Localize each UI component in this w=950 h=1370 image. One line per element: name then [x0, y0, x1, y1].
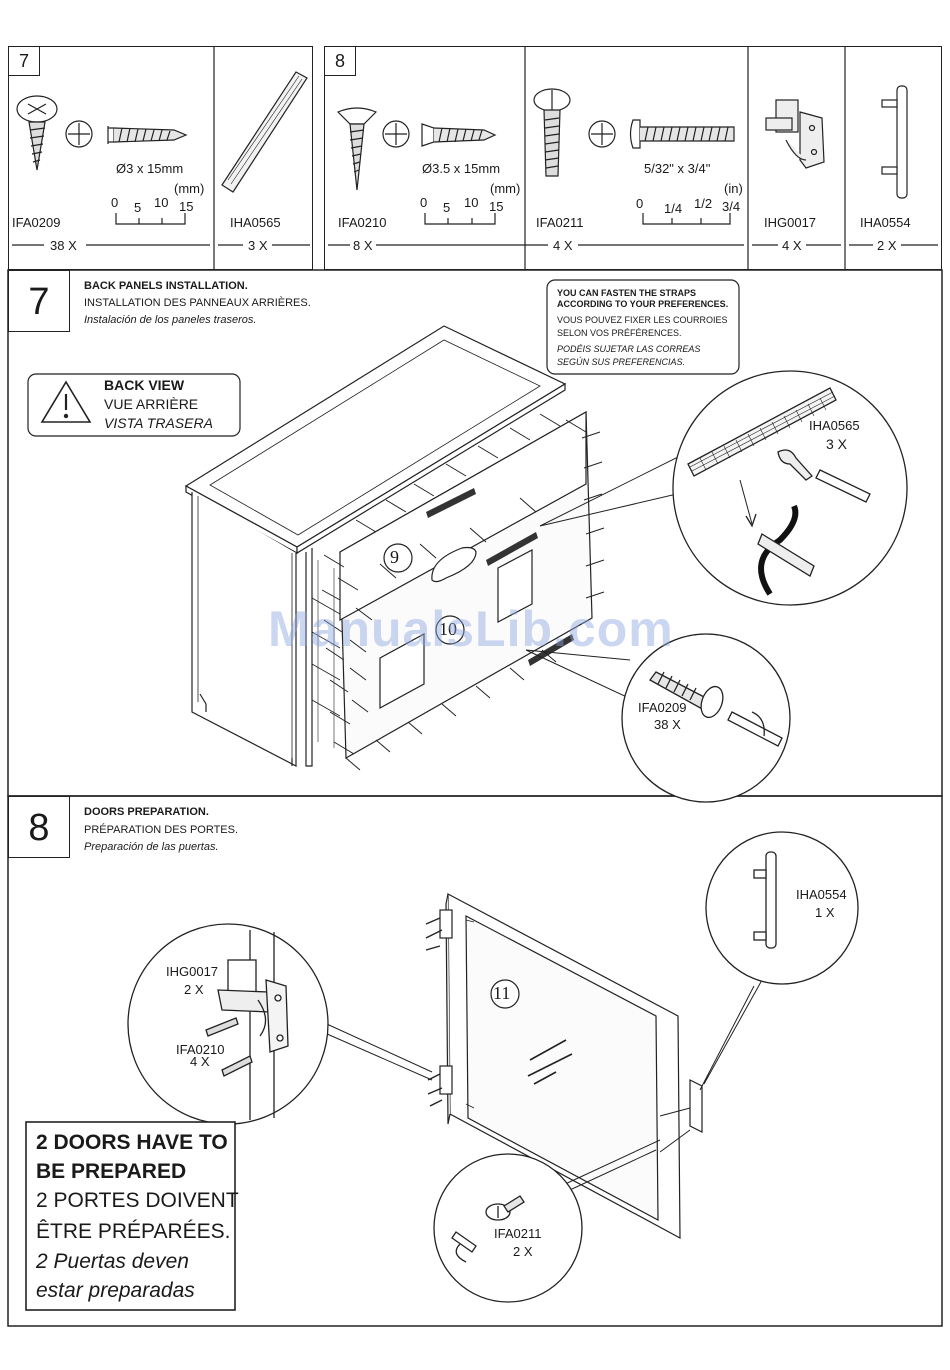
ruler3-tick-1-4: 1/4 [664, 201, 683, 216]
ruler3-tick-3-4: 3/4 [722, 199, 741, 214]
hinge-detail-circle [127, 923, 329, 1125]
screw-ifa0210-icon [336, 107, 497, 191]
detail-handle-code: IHA0554 [796, 887, 847, 902]
back-view-fr: VUE ARRIÈRE [104, 396, 199, 412]
strap-detail-circle [672, 370, 908, 606]
ruler2-tick-0: 0 [420, 195, 428, 210]
iha0565-code: IHA0565 [230, 215, 281, 230]
warning-box-frame [27, 373, 241, 437]
strap-note-es1: PODÉIS SUJETAR LAS CORREAS [557, 344, 701, 354]
handle-detail-circle [705, 831, 859, 985]
ruler-tick-5: 5 [134, 200, 142, 215]
watermark: ManualsLib.com [268, 601, 674, 657]
ifa0211-qty: 4 X [553, 238, 573, 253]
strap-note-en1: YOU CAN FASTEN THE STRAPS [557, 288, 697, 298]
ruler-unit-mm-2: (mm) [490, 181, 521, 196]
doors-note-fr2: ÊTRE PRÉPARÉES. [36, 1220, 231, 1243]
detail-hinge-screw-qty: 4 X [190, 1054, 210, 1069]
ruler3-tick-0: 0 [636, 196, 644, 211]
screw-detail-circle-8 [433, 1153, 583, 1303]
step-7-number: 7 [8, 270, 70, 332]
parts-step-number-7: 7 [8, 46, 40, 76]
ruler-tick-15: 15 [179, 199, 194, 214]
panel-label-9: 9 [390, 547, 399, 567]
detail-screw8-qty: 2 X [513, 1244, 533, 1259]
ruler2-tick-5: 5 [443, 200, 451, 215]
detail-strap-qty: 3 X [826, 436, 848, 452]
step-8-number: 8 [8, 796, 70, 858]
back-view-es: VISTA TRASERA [104, 415, 213, 431]
ifa0209-code: IFA0209 [12, 215, 61, 230]
ifa0209-size: Ø3 x 15mm [116, 161, 184, 176]
doors-note-es1: 2 Puertas deven [36, 1250, 189, 1273]
ruler-unit-mm-1: (mm) [174, 181, 205, 196]
doors-note-es2: estar preparadas [36, 1279, 195, 1302]
ifa0211-code: IFA0211 [536, 215, 584, 230]
iha0554-code: IHA0554 [860, 215, 911, 230]
detail-screw7-code: IFA0209 [638, 700, 687, 715]
strap-note-fr2: SELON VOS PRÉFÉRENCES. [557, 328, 682, 338]
back-view-en: BACK VIEW [104, 377, 185, 393]
ruler3-tick-1-2: 1/2 [694, 196, 713, 211]
ifa0209-qty: 38 X [50, 238, 77, 253]
strap-note-fr1: VOUS POUVEZ FIXER LES COURROIES [557, 315, 728, 325]
strap-note-en2: ACCORDING TO YOUR PREFERENCES. [557, 299, 729, 309]
door-label-11: 11 [493, 983, 511, 1003]
strap-note-frame [546, 279, 740, 375]
step-7-title-fr: INSTALLATION DES PANNEAUX ARRIÈRES. [84, 297, 311, 309]
handle-iha0554-icon [881, 85, 908, 199]
ruler-tick-0: 0 [111, 195, 119, 210]
detail-hinge-code: IHG0017 [166, 964, 219, 979]
screw-detail-circle-7 [621, 633, 791, 803]
step-7-title-es: Instalación de los paneles traseros. [84, 314, 257, 326]
doors-note-en1: 2 DOORS HAVE TO [36, 1131, 228, 1154]
detail-screw7-qty: 38 X [654, 717, 681, 732]
doors-note-en2: BE PREPARED [36, 1160, 187, 1183]
screw-ifa0211-icon [533, 88, 735, 177]
ihg0017-qty: 4 X [782, 238, 802, 253]
step-7-title-en: BACK PANELS INSTALLATION. [84, 280, 248, 292]
strap-ifa0565-icon [221, 71, 308, 193]
ifa0210-code: IFA0210 [338, 215, 387, 230]
ihg0017-code: IHG0017 [764, 215, 817, 230]
parts-step-number-8: 8 [324, 46, 356, 76]
detail-hinge-screw-code: IFA0210 [176, 1042, 225, 1057]
panel-label-10: 10 [439, 619, 457, 639]
detail-hinge-qty: 2 X [184, 982, 204, 997]
iha0554-qty: 2 X [877, 238, 897, 253]
ruler2-tick-15: 15 [489, 199, 504, 214]
detail-strap-code: IHA0565 [809, 418, 860, 433]
cabinet-back-drawing [184, 325, 709, 771]
hinge-ihg0017-icon [765, 99, 825, 169]
step-8-title-es: Preparación de las puertas. [84, 841, 219, 853]
iha0565-qty: 3 X [248, 238, 268, 253]
ifa0210-size: Ø3.5 x 15mm [422, 161, 501, 176]
doors-note-fr1: 2 PORTES DOIVENT [36, 1189, 239, 1212]
ifa0210-qty: 8 X [353, 238, 373, 253]
strap-note-es2: SEGÚN SUS PREFERENCIAS. [557, 357, 686, 367]
doors-note-frame [25, 1121, 236, 1311]
screw-ifa0209-icon [16, 95, 188, 171]
ruler-unit-in: (in) [724, 181, 743, 196]
ruler2-tick-10: 10 [464, 195, 479, 210]
step-8-title-en: DOORS PREPARATION. [84, 806, 209, 818]
step-8-title-fr: PRÉPARATION DES PORTES. [84, 824, 239, 836]
door-drawing [317, 892, 763, 1240]
ruler-tick-10: 10 [154, 195, 169, 210]
detail-handle-qty: 1 X [815, 905, 835, 920]
detail-screw8-code: IFA0211 [494, 1226, 542, 1241]
ifa0211-size: 5/32" x 3/4" [644, 161, 711, 176]
